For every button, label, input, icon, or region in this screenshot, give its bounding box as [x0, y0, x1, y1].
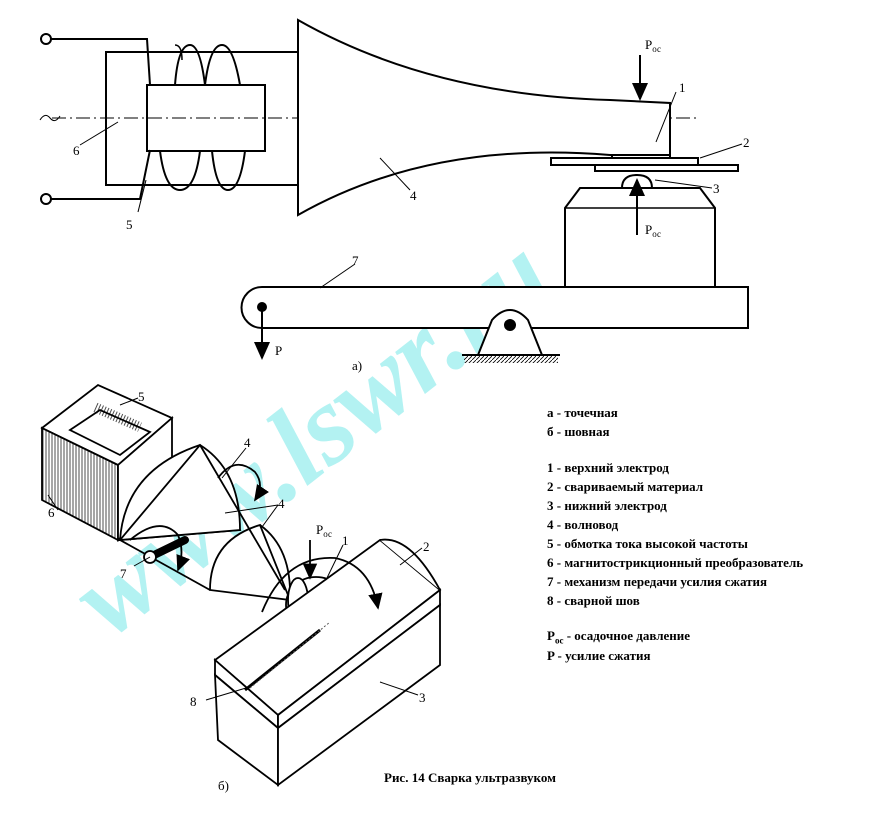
label-4a: 4	[410, 188, 417, 203]
seam-welding-schematic	[40, 383, 442, 787]
winding-slot	[68, 408, 152, 457]
coil-bottom-2	[211, 150, 246, 192]
legend-item-2: 2 - свариваемый материал	[547, 479, 704, 494]
terminal-top	[40, 33, 52, 45]
legend-item-4: 4 - волновод	[547, 517, 619, 532]
label-4b-lower: 4	[278, 496, 285, 511]
figure-caption: Рис. 14 Сварка ультразвуком	[384, 770, 556, 785]
coil-top-2	[204, 43, 241, 86]
rotation-arrow-waveguide	[217, 463, 269, 502]
waveguide-horn	[297, 18, 671, 217]
ground-hatch	[464, 356, 558, 363]
label-1a: 1	[679, 80, 686, 95]
part-a-label: а)	[352, 358, 362, 373]
legend-force-os-sub: ос	[554, 635, 564, 646]
label-2a: 2	[743, 135, 750, 150]
labels-part-b: 5 4 4 6 7 1 2 3 8 Pос б)	[48, 389, 430, 793]
legend-item-5: 5 - обмотка тока высокой частоты	[547, 536, 748, 551]
rotation-arrow-mechanism	[129, 525, 190, 572]
winding-lead-top	[51, 38, 151, 86]
legend-force-os-text: - осадочное давление	[563, 628, 691, 643]
legend-force-p-text: - усилие сжатия	[554, 648, 651, 663]
legend-item-6: 6 - магнитострикционный преобразователь	[547, 555, 804, 570]
legend-item-7: 7 - механизм передачи усилия сжатия	[547, 574, 768, 589]
legend-force-os-symbol: P	[547, 628, 555, 643]
legend-item-3: 3 - нижний электрод	[547, 498, 667, 513]
label-1b: 1	[342, 533, 349, 548]
legend-type-b: б - шовная	[547, 424, 610, 439]
label-3a: 3	[713, 181, 720, 196]
label-6b: 6	[48, 505, 55, 520]
weld-seam	[244, 628, 321, 692]
legend-force-p-symbol: P	[547, 648, 555, 663]
part-b-label: б)	[218, 778, 229, 793]
rotation-arrow-roller	[261, 557, 383, 613]
fulcrum-support	[476, 309, 544, 356]
legend-force-os: Pос - осадочное давление	[547, 628, 690, 646]
workpiece-lower	[594, 164, 739, 172]
label-7a: 7	[352, 253, 359, 268]
label-8b: 8	[190, 694, 197, 709]
spot-welding-schematic	[39, 18, 749, 363]
legend-item-1: 1 - верхний электрод	[547, 460, 669, 475]
rotation-arrows	[47, 397, 423, 701]
labels-part-a: 1 2 3 4 5 6 7 Pос Pос P а)	[73, 37, 750, 373]
anvil-block	[564, 187, 716, 288]
label-2b: 2	[423, 539, 430, 554]
terminal-bottom	[40, 193, 52, 205]
workpiece-upper	[550, 157, 699, 166]
coil-bottom-1	[159, 150, 201, 192]
legend-item-8: 8 - сварной шов	[547, 593, 640, 608]
force-label-roller: Pос	[316, 522, 332, 539]
label-7b: 7	[120, 566, 127, 581]
winding-lead-bottom	[51, 149, 151, 200]
waveguide-sector-lower	[209, 523, 292, 602]
label-4b-upper: 4	[244, 435, 251, 450]
label-3b: 3	[419, 690, 426, 705]
force-label-top: Pос	[645, 37, 661, 54]
legend-type-a: а - точечная	[547, 405, 618, 420]
label-5b: 5	[138, 389, 145, 404]
legend-force-p: P - усилие сжатия	[547, 648, 651, 664]
force-label-bottom: Pос	[645, 222, 661, 239]
force-label-lever: P	[275, 343, 282, 358]
label-6a: 6	[73, 143, 80, 158]
label-5a: 5	[126, 217, 133, 232]
lower-electrode-side	[277, 603, 441, 787]
workpiece-edge-2	[379, 538, 441, 591]
coil-top-1	[174, 43, 206, 86]
